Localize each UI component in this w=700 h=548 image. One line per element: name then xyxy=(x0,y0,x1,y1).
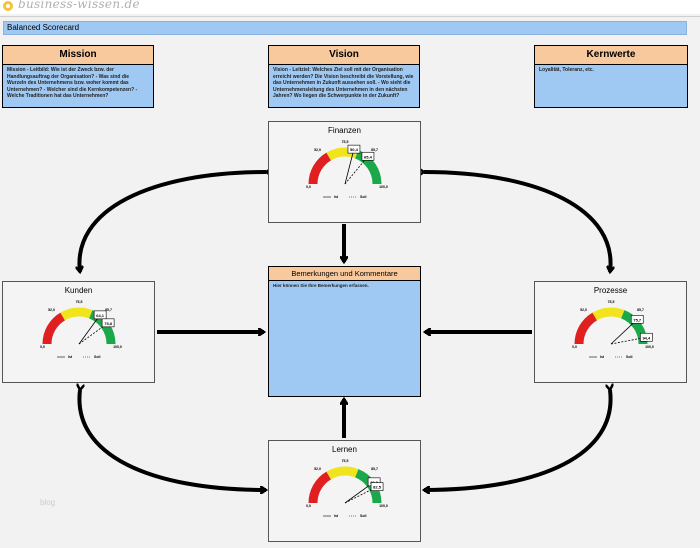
gauge-soll-value: 65,4 xyxy=(364,154,373,159)
gauge-top-label: 75,5 xyxy=(76,300,83,304)
gauge-title-kunden: Kunden xyxy=(64,286,93,295)
gauge-red-zone xyxy=(308,471,332,504)
arrow-finanzen-kunden xyxy=(79,172,266,272)
gauge-title-lernen: Lernen xyxy=(332,445,357,454)
vision-text[interactable]: Vision - Leitziel: Welches Ziel soll mit… xyxy=(269,65,419,107)
mission-text[interactable]: Mission - Leitbild: Wie ist der Zweck bz… xyxy=(3,65,153,107)
gauge-red-zone xyxy=(574,312,598,345)
gauge-ist-value: 80,0 xyxy=(370,480,379,485)
title-bar: Balanced Scorecard xyxy=(3,21,687,35)
gauge-yellow-zone xyxy=(592,307,625,321)
gauge-ist-value: 50,4 xyxy=(350,147,359,152)
gauge-right-label: 85,7 xyxy=(371,467,378,471)
gauge-soll-value: 82,5 xyxy=(373,485,382,490)
gauge-left-label: 52,0 xyxy=(580,308,587,312)
legend-soll-label: Soll xyxy=(94,355,100,359)
arrow-finanzen-prozesse xyxy=(424,172,611,272)
gauge-left-label: 52,0 xyxy=(48,308,55,312)
legend-ist-label: Ist xyxy=(334,514,339,518)
gauge-ist-value: 64,1 xyxy=(96,313,105,318)
gauge-left-label: 52,0 xyxy=(314,467,321,471)
gauge-yellow-zone xyxy=(326,147,359,161)
gauge-title-finanzen: Finanzen xyxy=(328,126,361,135)
legend-soll-label: Soll xyxy=(360,195,366,199)
legend-soll-label: Soll xyxy=(360,514,366,518)
gauge-soll-value: 94,4 xyxy=(642,335,651,340)
gauge-title-prozesse: Prozesse xyxy=(593,286,628,295)
gauge-min-label: 0,0 xyxy=(306,504,311,508)
gauge-min-label: 0,0 xyxy=(40,345,45,349)
gauge-max-label: 100,0 xyxy=(379,185,388,189)
gauge-max-label: 100,0 xyxy=(113,345,122,349)
gauge-min-label: 0,0 xyxy=(572,345,577,349)
top-bar xyxy=(0,0,700,14)
arrow-kunden-lernen xyxy=(79,390,266,490)
gauge-top-label: 75,5 xyxy=(342,140,349,144)
kernwerte-text[interactable]: Loyalität, Toleranz, etc. xyxy=(535,65,687,107)
gauge-min-label: 0,0 xyxy=(306,185,311,189)
gauge-right-label: 85,7 xyxy=(105,308,112,312)
legend-ist-label: Ist xyxy=(68,355,73,359)
legend-ist-label: Ist xyxy=(600,355,605,359)
mission-card: Mission Mission - Leitbild: Wie ist der … xyxy=(2,45,154,108)
gauge-ist-value-box xyxy=(347,144,361,154)
gauge-soll-value: 75,8 xyxy=(104,321,113,326)
gauge-max-label: 100,0 xyxy=(379,504,388,508)
gauge-needle-ist xyxy=(344,149,355,185)
gauge-soll-value-box xyxy=(361,151,375,161)
mission-title: Mission xyxy=(3,46,153,65)
gauge-ist-value-box xyxy=(630,315,644,324)
gauge-yellow-zone xyxy=(326,466,359,480)
legend-ist-label: Ist xyxy=(334,195,339,199)
gauge-soll-value-box xyxy=(370,482,384,491)
site-title[interactable]: business-wissen.de xyxy=(18,0,140,11)
kernwerte-title: Kernwerte xyxy=(535,46,687,65)
gauge-soll-value-box xyxy=(101,318,115,328)
comments-text[interactable]: Hier können Sie Ihre Bemerkungen erfasse… xyxy=(269,281,420,396)
gauge-ist-value: 75,7 xyxy=(633,317,642,322)
kernwerte-card: Kernwerte Loyalität, Toleranz, etc. xyxy=(534,45,688,108)
legend-soll-label: Soll xyxy=(626,355,632,359)
vision-title: Vision xyxy=(269,46,419,65)
gauge-red-zone xyxy=(42,312,66,345)
gauge-red-zone xyxy=(308,152,332,185)
gauge-right-label: 85,7 xyxy=(637,308,644,312)
watermark: blog xyxy=(40,498,56,507)
gauge-ist-value-box xyxy=(93,310,107,320)
comments-card: Bemerkungen und Kommentare Hier können S… xyxy=(268,266,421,397)
gauge-yellow-zone xyxy=(60,307,93,321)
header-divider xyxy=(0,16,700,17)
gauge-top-label: 75,5 xyxy=(342,459,349,463)
page-title: Balanced Scorecard xyxy=(7,23,80,32)
gauge-max-label: 100,0 xyxy=(645,345,654,349)
gauge-left-label: 52,0 xyxy=(314,148,321,152)
gauge-needle-ist xyxy=(78,314,101,345)
gauge-right-label: 85,7 xyxy=(371,148,378,152)
arrow-prozesse-lernen xyxy=(424,390,611,490)
gauge-soll-value-box xyxy=(640,332,653,342)
comments-title: Bemerkungen und Kommentare xyxy=(269,267,420,281)
gauge-green-zone xyxy=(354,150,382,185)
gauge-top-label: 75,5 xyxy=(608,300,615,304)
vision-card: Vision Vision - Leitziel: Welches Ziel s… xyxy=(268,45,420,108)
logo-icon xyxy=(3,1,13,11)
